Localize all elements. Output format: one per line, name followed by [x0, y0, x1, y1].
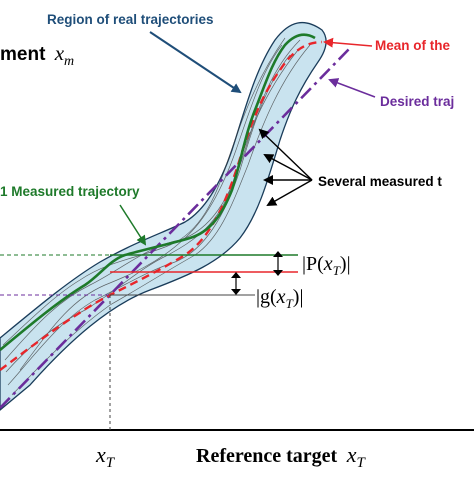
desired-label: Desired traj	[380, 94, 454, 109]
xt-tick-label: xT	[95, 442, 116, 471]
g-label: |g(xT)|	[256, 286, 303, 311]
several-callout-arrows	[258, 128, 313, 206]
measured-callout-arrow	[119, 204, 147, 246]
single-measured-trajectory	[0, 33, 316, 351]
mean-callout-arrow	[323, 37, 373, 48]
desired-trajectory	[0, 47, 351, 409]
region-callout-arrow	[149, 31, 242, 94]
measured-label: 1 Measured trajectory	[0, 184, 140, 199]
mean-trajectory	[0, 40, 323, 371]
y-axis-label: ment xm	[0, 41, 74, 69]
mean-label: Mean of the	[375, 38, 450, 53]
region-label: Region of real trajectories	[47, 12, 214, 27]
trajectory-region	[0, 21, 327, 411]
p-label: |P(xT)|	[302, 253, 351, 278]
several-label: Several measured t	[318, 174, 442, 189]
desired-callout-arrow	[328, 78, 376, 98]
x-axis-label: Reference target xT	[196, 442, 367, 471]
